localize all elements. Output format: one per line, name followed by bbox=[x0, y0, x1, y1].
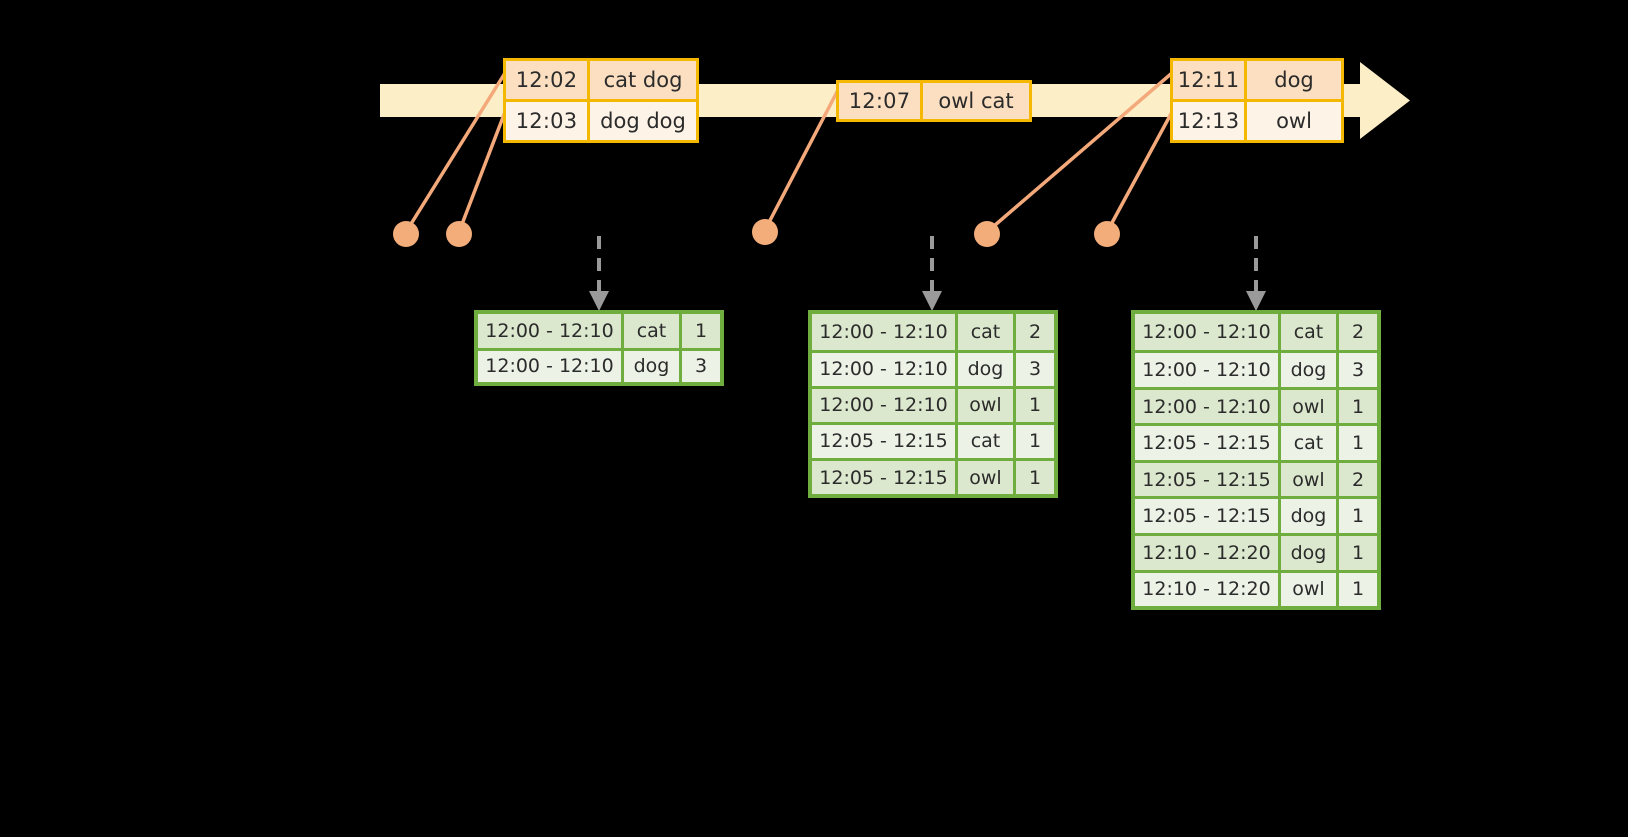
window-cell: 12:00 - 12:10 bbox=[1135, 314, 1281, 351]
window-cell: 12:05 - 12:15 bbox=[1135, 426, 1281, 460]
word-cell: dog bbox=[624, 350, 682, 382]
window-cell: 12:00 - 12:10 bbox=[812, 314, 958, 350]
connector-line-4 bbox=[985, 71, 1174, 234]
window-cell: 12:05 - 12:15 bbox=[812, 424, 958, 458]
count-cell: 1 bbox=[1028, 430, 1042, 453]
count-cell: 1 bbox=[694, 319, 708, 342]
connector-line-5 bbox=[1105, 111, 1174, 233]
word-cell: cat bbox=[1281, 426, 1339, 460]
count-cell: 3 bbox=[1351, 359, 1365, 382]
event-row[interactable]: 12:13 owl bbox=[1173, 99, 1341, 140]
event-dot-4 bbox=[974, 221, 1000, 247]
window-cell: 12:00 - 12:10 bbox=[1135, 353, 1281, 387]
event-time: 12:13 bbox=[1173, 102, 1247, 140]
count-cell: 2 bbox=[1351, 468, 1365, 491]
window-cell: 12:10 - 12:20 bbox=[1135, 536, 1281, 570]
count-cell: 1 bbox=[1351, 432, 1365, 455]
event-group-1[interactable]: 12:02 cat dog 12:03 dog dog bbox=[503, 58, 699, 143]
word-cell: owl bbox=[1281, 572, 1339, 607]
event-time: 12:07 bbox=[839, 83, 923, 119]
window-cell: 12:05 - 12:15 bbox=[1135, 462, 1281, 497]
word-cell: dog bbox=[1281, 536, 1339, 570]
count-cell: 1 bbox=[1351, 578, 1365, 601]
dashed-arrow-1 bbox=[589, 236, 609, 311]
event-words: cat dog bbox=[603, 68, 683, 92]
count-cell: 3 bbox=[1028, 358, 1042, 381]
word-cell: owl bbox=[1281, 462, 1339, 497]
word-cell: cat bbox=[958, 424, 1016, 458]
window-cell: 12:05 - 12:15 bbox=[1135, 499, 1281, 533]
word-cell: cat bbox=[1281, 314, 1339, 351]
word-cell: dog bbox=[1281, 353, 1339, 387]
event-time: 12:03 bbox=[506, 102, 590, 140]
window-cell: 12:00 - 12:10 bbox=[478, 314, 624, 348]
count-cell: 2 bbox=[1351, 321, 1365, 344]
window-cell: 12:05 - 12:15 bbox=[812, 460, 958, 495]
event-dot-5 bbox=[1094, 221, 1120, 247]
word-cell: owl bbox=[958, 460, 1016, 495]
count-cell: 1 bbox=[1028, 394, 1042, 417]
event-words: dog bbox=[1274, 68, 1314, 92]
dashed-arrow-2 bbox=[922, 236, 942, 311]
window-cell: 12:00 - 12:10 bbox=[478, 350, 624, 382]
window-cell: 12:00 - 12:10 bbox=[812, 352, 958, 386]
event-row[interactable]: 12:07 owl cat bbox=[839, 83, 1029, 119]
count-cell: 1 bbox=[1351, 541, 1365, 564]
event-row[interactable]: 12:02 cat dog bbox=[506, 61, 696, 99]
event-time: 12:02 bbox=[506, 61, 590, 99]
event-group-2[interactable]: 12:07 owl cat bbox=[836, 80, 1032, 122]
word-cell: cat bbox=[958, 314, 1016, 350]
timeline-arrowhead bbox=[1360, 62, 1410, 139]
event-words: owl cat bbox=[938, 89, 1014, 113]
event-words: owl bbox=[1276, 109, 1312, 133]
count-cell: 1 bbox=[1028, 466, 1042, 489]
connector-line-3 bbox=[763, 89, 840, 231]
event-row[interactable]: 12:11 dog bbox=[1173, 61, 1341, 99]
word-cell: owl bbox=[958, 388, 1016, 422]
count-cell: 2 bbox=[1028, 320, 1042, 343]
word-cell: owl bbox=[1281, 389, 1339, 424]
event-dot-3 bbox=[752, 219, 778, 245]
event-group-3[interactable]: 12:11 dog 12:13 owl bbox=[1170, 58, 1344, 143]
event-dot-2 bbox=[446, 221, 472, 247]
event-dot-1 bbox=[393, 221, 419, 247]
count-cell: 3 bbox=[694, 355, 708, 378]
event-row[interactable]: 12:03 dog dog bbox=[506, 99, 696, 140]
connector-line-2 bbox=[457, 111, 507, 233]
count-cell: 1 bbox=[1351, 395, 1365, 418]
window-cell: 12:00 - 12:10 bbox=[1135, 389, 1281, 424]
count-cell: 1 bbox=[1351, 505, 1365, 528]
word-cell: dog bbox=[1281, 499, 1339, 533]
word-cell: dog bbox=[958, 352, 1016, 386]
window-cell: 12:00 - 12:10 bbox=[812, 388, 958, 422]
window-cell: 12:10 - 12:20 bbox=[1135, 572, 1281, 607]
event-words: dog dog bbox=[600, 109, 686, 133]
dashed-arrow-3 bbox=[1246, 236, 1266, 311]
word-cell: cat bbox=[624, 314, 682, 348]
event-time: 12:11 bbox=[1173, 61, 1247, 99]
connector-line-1 bbox=[404, 72, 507, 233]
